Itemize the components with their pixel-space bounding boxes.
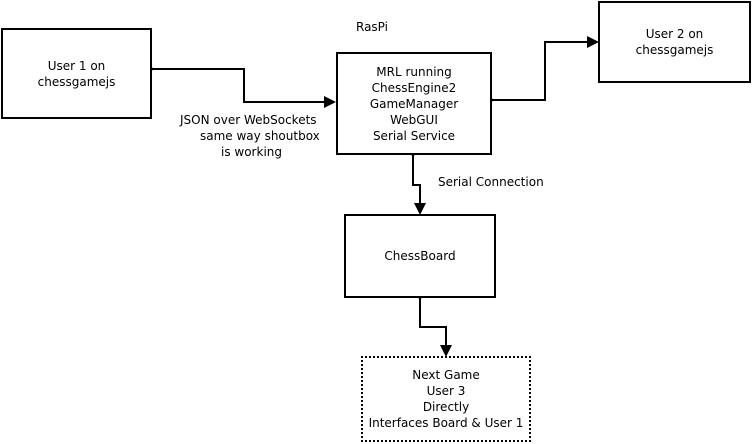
user1-label-line1: User 1 on (47, 58, 106, 73)
next-game-label-line2: User 3 (426, 384, 466, 398)
chessboard-label: ChessBoard (384, 249, 456, 263)
serial-connection-label: Serial Connection (438, 175, 544, 189)
raspi-label-line1: MRL running (376, 64, 452, 79)
user2-label-line1: User 2 on (645, 27, 704, 41)
user1-node: User 1 on chessgamejs (1, 28, 152, 119)
edge-chessboard-nextgame (414, 289, 452, 357)
edge-raspi-chessboard (407, 146, 426, 215)
raspi-node: MRL running ChessEngine2 GameManager Web… (336, 52, 492, 155)
next-game-node: Next Game User 3 Directly Interfaces Boa… (361, 356, 531, 442)
raspi-label-line3: GameManager (369, 96, 459, 111)
user2-label-line2: chessgamejs (635, 43, 714, 57)
next-game-label-line1: Next Game (412, 368, 480, 382)
edge-user1-raspi (143, 63, 336, 108)
next-game-label-line4: Interfaces Board & User 1 (368, 416, 524, 430)
raspi-label-line5: Serial Service (372, 128, 456, 143)
edge-raspi-user2 (483, 36, 599, 106)
websocket-note-line2: same way shoutbox (200, 129, 320, 143)
websocket-note: JSON over WebSockets same way shoutbox i… (180, 112, 320, 160)
raspi-label-line4: WebGUI (390, 112, 438, 127)
next-game-label-line3: Directly (422, 400, 470, 414)
websocket-note-line1: JSON over WebSockets (180, 113, 317, 127)
raspi-title: RasPi (356, 20, 388, 34)
user2-node: User 2 on chessgamejs (598, 1, 751, 83)
user1-label-line2: chessgamejs (37, 74, 116, 89)
websocket-note-line3: is working (221, 145, 282, 159)
chessboard-node: ChessBoard (344, 214, 496, 298)
raspi-label-line2: ChessEngine2 (371, 80, 457, 95)
